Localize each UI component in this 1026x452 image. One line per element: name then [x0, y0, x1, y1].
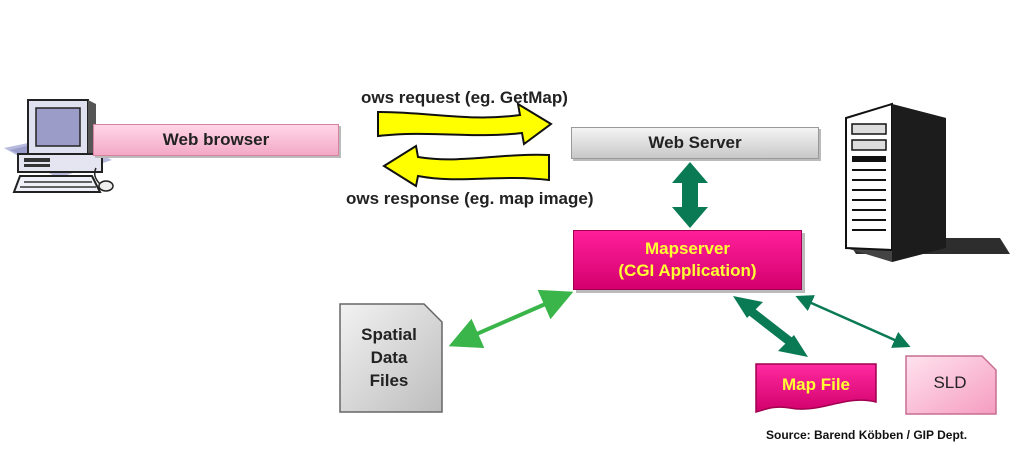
response-arrow [382, 144, 550, 188]
source-credit: Source: Barend Köbben / GIP Dept. [766, 428, 968, 442]
mapserver-spatial-arrow [448, 289, 574, 349]
sld-label-box: SLD [905, 353, 995, 413]
response-label: ows response (eg. map image) [346, 189, 594, 208]
sld-doc [905, 355, 997, 415]
mapserver-mapfile-arrow [733, 296, 808, 357]
spatial-data-files-doc [339, 303, 443, 413]
map-file-label: Map File [781, 375, 850, 394]
sld-label: SLD [933, 373, 967, 392]
web-server-box: Web Server [571, 127, 819, 159]
map-file-doc [755, 363, 877, 413]
spatial-label-line2: Data [370, 347, 408, 367]
mapserver-sld-arrow [795, 295, 911, 348]
mapserver-label-line1: Mapserver [644, 239, 731, 258]
server-tower-icon [845, 102, 1010, 262]
spatial-label-line3: Files [369, 370, 409, 390]
spatial-label-line1: Spatial [361, 324, 417, 344]
mapserver-box: Mapserver (CGI Application) [573, 230, 802, 290]
mapserver-label-line2: (CGI Application) [618, 261, 757, 280]
map-file-label-box: Map File [756, 363, 876, 407]
request-label: ows request (eg. GetMap) [361, 88, 568, 107]
web-browser-label: Web browser [162, 130, 270, 149]
request-arrow [377, 101, 553, 146]
web-browser-box: Web browser [93, 124, 339, 156]
server-mapserver-arrow [672, 162, 708, 228]
spatial-data-files-label: Spatial Data Files [337, 302, 441, 412]
web-server-label: Web Server [648, 133, 742, 152]
